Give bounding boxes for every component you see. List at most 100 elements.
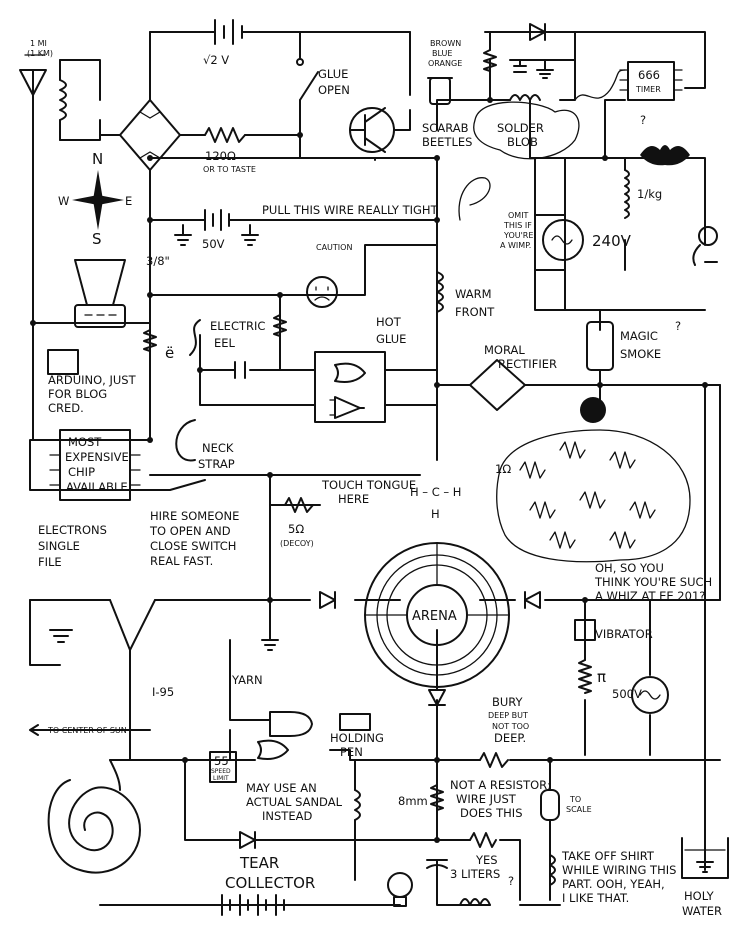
label-one-ohm: 1Ω	[495, 462, 511, 476]
label-chip-4: AVAILABLE	[66, 480, 128, 494]
label-single: SINGLE	[38, 539, 80, 553]
ground-270	[261, 639, 279, 651]
transistor	[349, 107, 395, 153]
label-yes: YES	[475, 853, 498, 867]
label-120-ohm: 120Ω	[205, 149, 236, 163]
label-666: 666	[638, 68, 660, 82]
label-touch: TOUCH TONGUE	[321, 478, 416, 492]
label-i95: I-95	[152, 685, 174, 699]
label-8mm: 8mm	[398, 794, 428, 808]
light-bulb-icon	[387, 872, 413, 907]
coil-bottom	[459, 898, 491, 906]
spring-1kg	[624, 169, 630, 219]
label-whiz-1: OH, SO YOU	[595, 561, 664, 575]
coil-shirt	[549, 854, 556, 886]
label-bury-3: NOT TOO	[492, 722, 529, 731]
label-eel: EEL	[214, 336, 236, 350]
label-whiz-3: A WHIZ AT EE 201?	[595, 589, 705, 603]
label-magic: MAGIC	[620, 329, 658, 343]
network-resistors	[519, 441, 656, 549]
label-notres-1: NOT A RESISTOR;	[450, 778, 551, 792]
glue-switch	[296, 58, 319, 101]
label-to-taste: OR TO TASTE	[203, 165, 256, 174]
ac-source-240v	[542, 219, 584, 261]
label-yarn: YARN	[231, 673, 263, 687]
blender	[74, 259, 126, 328]
label-shirt-1: TAKE OFF SHIRT	[561, 849, 655, 863]
label-1kg: 1/kg	[637, 187, 662, 201]
label-sandal-3: INSTEAD	[262, 809, 312, 823]
electric-eel	[189, 319, 201, 356]
squiggle-wire	[574, 69, 626, 101]
arrow-to-sun	[29, 724, 151, 736]
capacitor-top	[513, 59, 527, 73]
label-five-ohm: 5Ω	[288, 522, 304, 536]
label-collector: COLLECTOR	[225, 874, 315, 892]
label-tear: TEAR	[239, 854, 279, 872]
label-50v: 50V	[202, 237, 225, 251]
battery-bottom	[214, 894, 301, 916]
ground-left	[49, 629, 73, 643]
compass-rose	[72, 170, 124, 230]
label-to: TO	[569, 795, 581, 804]
label-240v: 240V	[592, 232, 632, 250]
label-electric: ELECTRIC	[210, 319, 265, 333]
balloon-loop	[458, 177, 491, 221]
label-sandal-2: ACTUAL SANDAL	[246, 795, 343, 809]
label-chip-1: MOST	[68, 435, 102, 449]
resistor-8mm	[430, 784, 444, 811]
label-blue: BLUE	[432, 49, 452, 58]
label-question-3: ?	[508, 874, 514, 888]
label-question-1: ?	[640, 113, 646, 127]
resistor-e	[143, 329, 157, 352]
label-hch-h: H	[431, 507, 440, 521]
frown-face-icon	[306, 276, 338, 308]
battery-50v	[199, 209, 241, 231]
label-water: WATER	[682, 904, 722, 918]
label-brown: BROWN	[430, 39, 461, 48]
scarab-jar	[427, 77, 453, 105]
solder-blob	[473, 101, 580, 160]
label-3-liters: 3 LITERS	[450, 867, 500, 881]
label-north: N	[92, 150, 103, 168]
label-scale: SCALE	[566, 805, 592, 814]
label-bury-1: BURY	[492, 695, 524, 709]
label-one-mi: 1 MI	[30, 39, 47, 48]
label-shirt-3: PART. OOH, YEAH,	[562, 877, 665, 891]
label-blob: BLOB	[507, 135, 538, 149]
arena	[364, 542, 510, 688]
coil-solder	[509, 94, 541, 101]
ground-50v-left	[174, 224, 192, 246]
junction-dots	[30, 97, 708, 843]
label-holding: HOLDING	[330, 731, 384, 745]
label-moral: MORAL	[484, 343, 525, 357]
wires	[29, 31, 721, 906]
label-to-sun: TO CENTER OF SUN	[47, 726, 127, 735]
label-e-umlaut: ë	[165, 344, 174, 362]
label-hot: HOT	[376, 315, 402, 329]
resistor-yes	[469, 832, 497, 848]
label-one-km: (1 KM)	[27, 49, 53, 58]
label-holy: HOLY	[684, 889, 715, 903]
label-arduino-2: FOR BLOG	[48, 387, 107, 401]
label-solder: SOLDER	[497, 121, 544, 135]
label-smoke: SMOKE	[620, 347, 661, 361]
label-decoy: (DECOY)	[280, 539, 314, 548]
logic-gates-box	[314, 351, 386, 423]
label-here: HERE	[338, 492, 369, 506]
resistor-network	[496, 429, 691, 563]
label-warm: WARM	[455, 287, 492, 301]
label-south: S	[92, 230, 102, 248]
label-west: W	[58, 194, 69, 208]
label-sqrt2v: √2 V	[203, 53, 229, 67]
diode-left	[319, 591, 336, 609]
label-glue: GLUE	[318, 67, 348, 81]
ac-source-500v	[631, 676, 669, 714]
label-strap: STRAP	[198, 457, 235, 471]
label-shirt-2: WHILE WIRING THIS	[562, 863, 676, 877]
bat-icon	[640, 145, 690, 166]
capacitor-3-liters	[426, 859, 448, 869]
label-speed: SPEED	[211, 768, 231, 775]
expensive-chip	[49, 429, 141, 501]
